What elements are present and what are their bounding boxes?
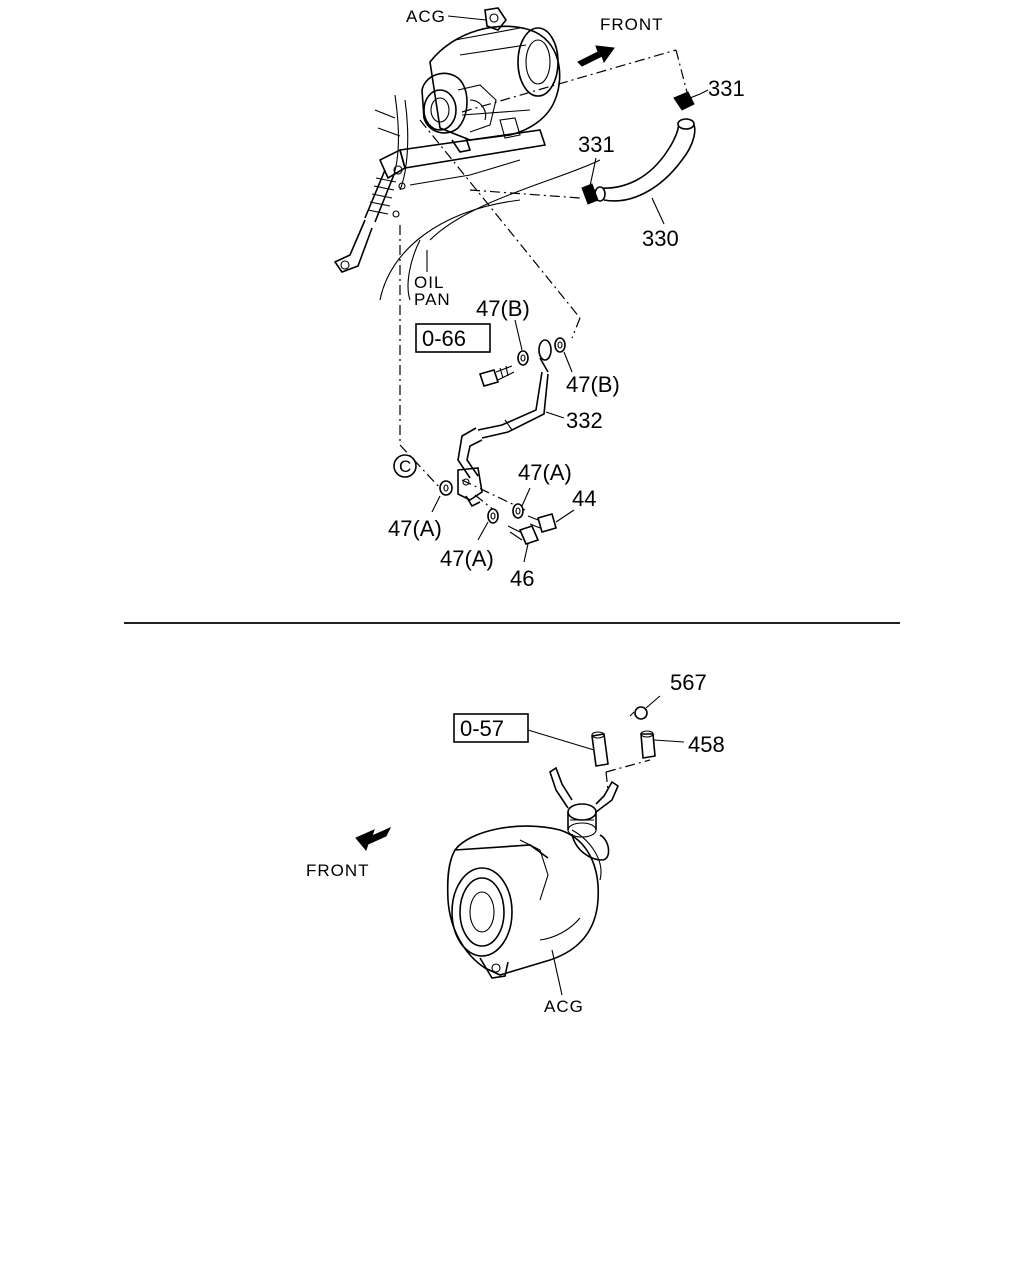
ref-box-0-66 <box>415 323 491 353</box>
washer-47b-upper <box>517 350 529 366</box>
bolt-0-66 <box>478 365 515 387</box>
washer-47a-left <box>439 480 453 496</box>
ref-box-0-57 <box>453 713 529 743</box>
bolt-44 <box>527 513 557 533</box>
arrow-left-icon <box>355 826 392 852</box>
engine-bracket-top <box>374 94 601 301</box>
label-pan: PAN <box>414 290 451 309</box>
label-ref-0-57: 0-57 <box>460 716 504 741</box>
alternator-bottom <box>446 825 602 979</box>
oil-pan-outline <box>407 239 421 301</box>
label-oil: OIL <box>414 273 444 292</box>
top-diagram: ACG FRONT 331 331 330 OIL PAN 47(B) 0-66… <box>333 7 745 591</box>
label-331-lower: 331 <box>578 132 615 157</box>
hose-458 <box>640 730 656 759</box>
pipe-bracket <box>457 467 483 508</box>
label-47a-left: 47(A) <box>388 516 442 541</box>
label-44: 44 <box>572 486 596 511</box>
vacuum-fitting-bottom <box>549 766 619 861</box>
alternator-top <box>421 7 561 153</box>
bottom-diagram: 567 0-57 458 FRONT ACG <box>306 670 725 1016</box>
label-acg-bottom: ACG <box>544 997 584 1016</box>
pipe-end-0-57 <box>591 731 609 767</box>
label-331-upper: 331 <box>708 76 745 101</box>
leader-lines-bottom <box>527 695 685 996</box>
label-458: 458 <box>688 732 725 757</box>
bolt-46 <box>507 525 540 545</box>
label-front-top: FRONT <box>600 15 664 34</box>
label-acg-top: ACG <box>406 7 446 26</box>
circle-c-marker <box>393 454 417 478</box>
label-47a-upper: 47(A) <box>518 460 572 485</box>
label-47b-right: 47(B) <box>566 372 620 397</box>
arrow-right-icon <box>577 45 615 67</box>
pipe-332 <box>457 339 552 479</box>
label-330: 330 <box>642 226 679 251</box>
label-47b-upper: 47(B) <box>476 296 530 321</box>
label-567: 567 <box>670 670 707 695</box>
label-332: 332 <box>566 408 603 433</box>
clamp-331-upper <box>673 91 701 111</box>
cable-assembly-top <box>333 165 406 273</box>
washer-47a-right <box>512 503 524 519</box>
clamp-331-lower <box>581 183 599 205</box>
label-front-bottom: FRONT <box>306 861 370 880</box>
label-leaders-top <box>426 15 709 563</box>
leader-lines-top <box>399 49 689 516</box>
label-46: 46 <box>510 566 534 591</box>
label-47a-lower: 47(A) <box>440 546 494 571</box>
washer-47a-mid <box>487 508 499 524</box>
clamp-567 <box>629 706 648 720</box>
washer-47b-right <box>554 337 566 353</box>
label-c: C <box>399 457 412 476</box>
label-ref-0-66: 0-66 <box>422 326 466 351</box>
